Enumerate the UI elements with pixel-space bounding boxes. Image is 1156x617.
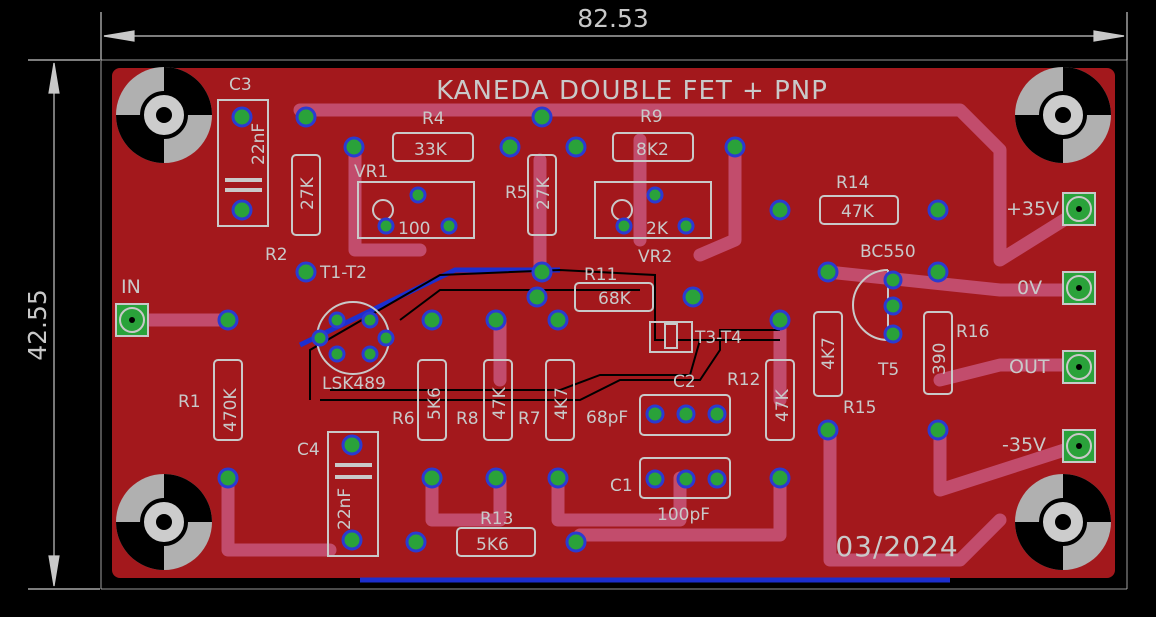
r1-outline bbox=[213, 359, 243, 441]
label-c4: C4 bbox=[297, 440, 320, 460]
label-t1t2: T1-T2 bbox=[319, 263, 367, 283]
arrow-down-icon bbox=[48, 555, 60, 587]
value-c4: 22nF bbox=[335, 488, 355, 530]
dimension-width-label: 82.53 bbox=[577, 4, 649, 33]
r8-outline bbox=[483, 359, 513, 441]
vr1-outline bbox=[357, 181, 475, 239]
value-r9: 8K2 bbox=[636, 140, 669, 160]
mounting-hole-bl bbox=[116, 474, 212, 570]
r11-outline bbox=[574, 282, 654, 312]
r13-outline bbox=[456, 527, 536, 557]
label-r12: R12 bbox=[727, 370, 760, 390]
t3t4-footprint bbox=[664, 323, 678, 349]
pads bbox=[115, 106, 1096, 553]
c3-outline bbox=[217, 99, 269, 227]
label-r7: R7 bbox=[518, 409, 541, 429]
value-c2: 68pF bbox=[586, 408, 628, 428]
value-vr1: 100 bbox=[398, 219, 430, 239]
arrow-right-icon bbox=[1093, 30, 1125, 42]
value-r13: 5K6 bbox=[476, 535, 509, 555]
board-date: 03/2024 bbox=[835, 530, 958, 563]
mounting-hole-tr bbox=[1015, 67, 1111, 163]
label-in: IN bbox=[121, 276, 141, 298]
r4-outline bbox=[392, 132, 474, 162]
r12-outline bbox=[765, 359, 795, 441]
label-r6: R6 bbox=[392, 409, 415, 429]
mounting-hole-br bbox=[1015, 474, 1111, 570]
label-vr1: VR1 bbox=[354, 162, 388, 182]
r9-outline bbox=[612, 132, 694, 162]
c1-outline bbox=[639, 457, 731, 499]
label-vr2: VR2 bbox=[638, 247, 672, 267]
label-out: OUT bbox=[1009, 356, 1050, 378]
r7-outline bbox=[545, 359, 575, 441]
r6-outline bbox=[417, 359, 447, 441]
label-r2: R2 bbox=[265, 245, 288, 265]
vr2-outline bbox=[594, 181, 712, 239]
r14-outline bbox=[819, 195, 899, 225]
bc550-outline bbox=[852, 269, 889, 342]
value-r2: 27K bbox=[298, 176, 318, 210]
label-c1: C1 bbox=[610, 476, 633, 496]
arrow-left-icon bbox=[103, 30, 135, 42]
value-r4: 33K bbox=[414, 140, 448, 160]
label-plus35: +35V bbox=[1006, 198, 1059, 220]
label-r1: R1 bbox=[178, 392, 201, 412]
label-r5: R5 bbox=[505, 183, 528, 203]
arrow-up-icon bbox=[48, 62, 60, 94]
value-r16: 390 bbox=[930, 343, 950, 375]
value-r8: 47K bbox=[490, 386, 510, 420]
r2-outline bbox=[291, 154, 321, 236]
dimension-height-label: 42.55 bbox=[23, 289, 52, 361]
mounting-hole-tl bbox=[116, 67, 212, 163]
label-r8: R8 bbox=[456, 409, 479, 429]
label-t3t4: T3-T4 bbox=[694, 328, 742, 348]
value-r11: 68K bbox=[598, 289, 632, 309]
value-r1: 470K bbox=[221, 388, 241, 432]
r15-outline bbox=[813, 311, 843, 397]
value-r7: 4K7 bbox=[552, 387, 572, 420]
dimension-lines bbox=[28, 12, 1128, 590]
value-r15: 4K7 bbox=[819, 337, 839, 370]
value-c3: 22nF bbox=[249, 123, 269, 165]
label-r11: R11 bbox=[584, 265, 617, 285]
label-minus35: -35V bbox=[1002, 434, 1046, 456]
label-r16: R16 bbox=[956, 322, 989, 342]
bottom-traces bbox=[298, 267, 950, 583]
mounting-holes bbox=[116, 67, 1111, 570]
label-c2: C2 bbox=[673, 372, 696, 392]
c2-outline bbox=[639, 394, 731, 436]
label-r9: R9 bbox=[640, 107, 663, 127]
value-r5: 27K bbox=[534, 176, 554, 210]
silkscreen bbox=[213, 99, 953, 557]
board-title: KANEDA DOUBLE FET + PNP bbox=[436, 76, 828, 106]
value-vr2: 2K bbox=[646, 219, 669, 239]
value-c1: 100pF bbox=[657, 505, 710, 525]
label-r4: R4 bbox=[422, 109, 445, 129]
label-r14: R14 bbox=[836, 173, 869, 193]
value-t5: BC550 bbox=[860, 242, 916, 262]
c4-outline bbox=[327, 431, 379, 557]
label-t5: T5 bbox=[877, 360, 899, 380]
value-r14: 47K bbox=[841, 202, 875, 222]
label-r13: R13 bbox=[480, 509, 513, 529]
label-0v: 0V bbox=[1017, 277, 1042, 299]
label-r15: R15 bbox=[843, 398, 876, 418]
value-r6: 5K6 bbox=[425, 387, 445, 420]
value-t1t2: LSK489 bbox=[322, 374, 386, 394]
top-traces bbox=[123, 103, 1087, 567]
r16-outline bbox=[923, 311, 953, 395]
label-c3: C3 bbox=[229, 75, 252, 95]
t3t4-outline bbox=[649, 321, 693, 353]
r5-outline bbox=[527, 154, 557, 236]
value-r12: 47K bbox=[773, 388, 793, 422]
